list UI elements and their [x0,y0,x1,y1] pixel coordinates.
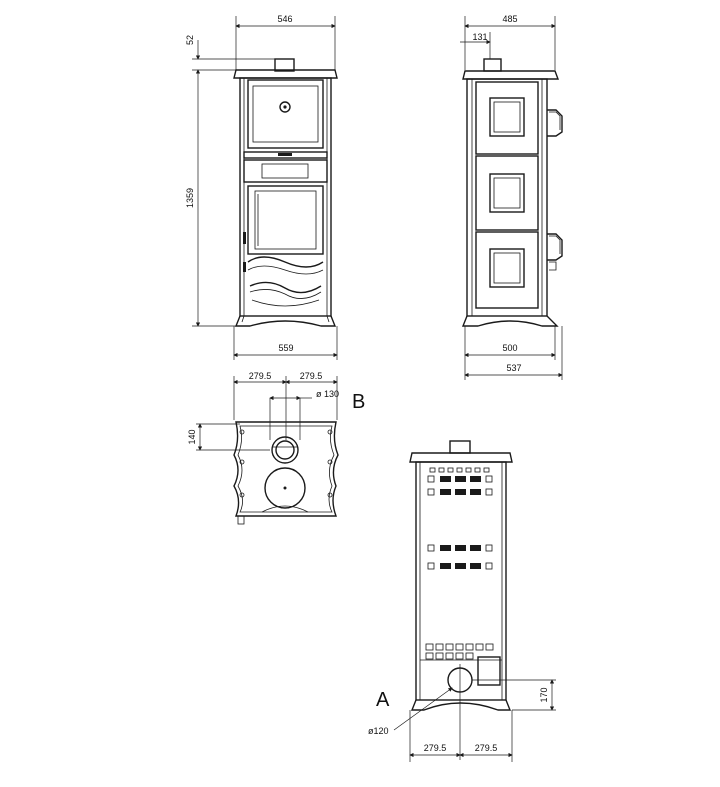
top-view: B 279.5 279.5 ø 130 140 [187,371,365,525]
back-half-right-label: 279.5 [475,743,498,753]
side-flue-offset-label: 131 [472,32,487,42]
back-view: A ø120 170 279.5 279.5 [368,440,556,762]
top-flue-dist-label: 140 [187,429,197,444]
side-depth-total-label: 537 [506,363,521,373]
vent-row-1 [427,467,493,496]
front-top-offset-label: 52 [185,35,195,45]
front-view: 546 52 1359 [185,14,338,360]
back-half-left-label: 279.5 [424,743,447,753]
vent-row-2 [427,544,493,570]
back-inlet-height-label: 170 [539,687,549,702]
view-a-label: A [376,689,390,711]
top-half-right-label: 279.5 [300,371,323,381]
vent-grid-lower [425,643,494,660]
side-depth-base-label: 500 [502,343,517,353]
top-flue-dia-label: ø 130 [316,389,339,399]
front-height-label: 1359 [185,188,195,208]
side-depth-top-label: 485 [502,14,517,24]
front-base-width-label: 559 [278,343,293,353]
view-b-label: B [352,391,365,413]
side-view: 485 131 500 [460,14,563,380]
front-top-width-label: 546 [277,14,292,24]
top-half-left-label: 279.5 [249,371,272,381]
back-inlet-dia-label: ø120 [368,726,389,736]
